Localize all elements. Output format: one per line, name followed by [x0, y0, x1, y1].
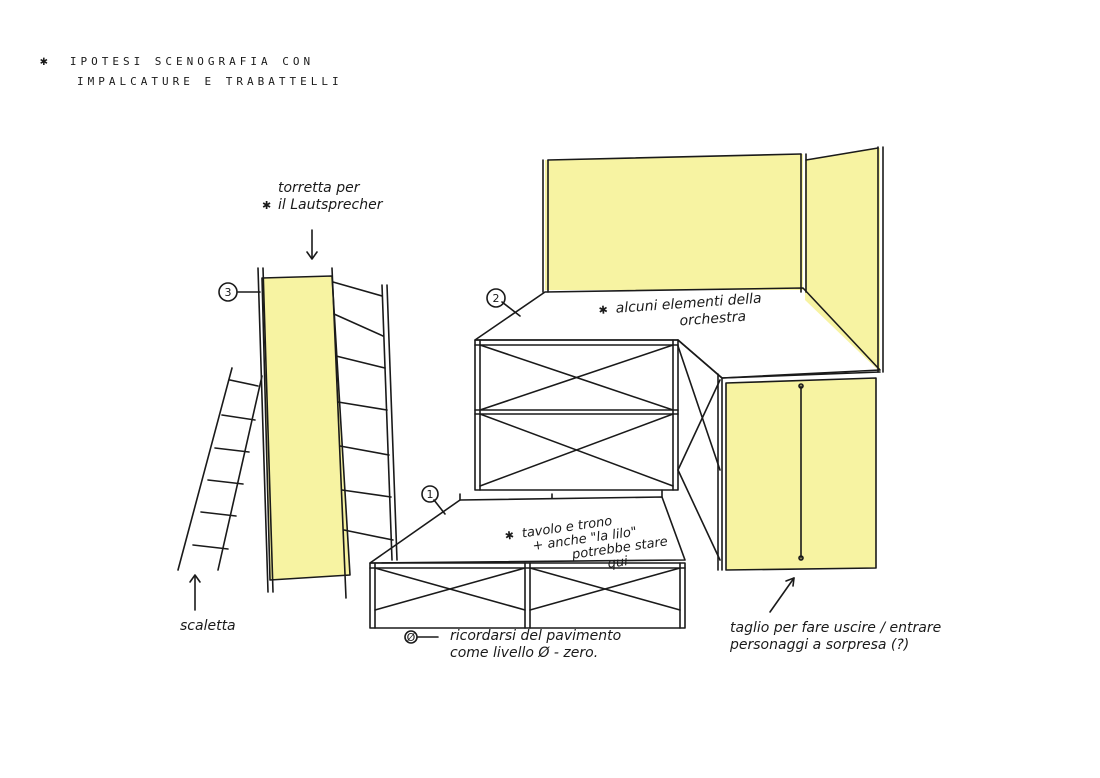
- note-scaletta: scaletta: [180, 618, 236, 634]
- platform-1-group: [369, 489, 686, 629]
- note-tavolo-line-4: qui: [606, 554, 629, 572]
- marker-2: 2: [486, 288, 506, 308]
- note-torretta-star: ✱: [262, 199, 272, 212]
- marker-3: 3: [218, 282, 238, 302]
- marker-zero-label: Ø: [407, 631, 416, 644]
- note-torretta: torretta per ✱ il Lautsprecher: [262, 180, 382, 214]
- note-taglio: taglio per fare uscire / entrare persona…: [730, 620, 941, 654]
- platform-1-deck: [369, 496, 686, 564]
- annotation-arrows: [189, 229, 795, 638]
- title-block: ✱ IPOTESI SCENOGRAFIA CON IMPALCATURE E T…: [40, 52, 343, 92]
- title-star: ✱: [40, 54, 48, 69]
- back-wall-panel: [545, 154, 803, 290]
- marker-2-label: 2: [493, 292, 500, 305]
- tower-group: [177, 267, 398, 599]
- marker-zero: Ø: [404, 630, 418, 644]
- tower-panel: [261, 275, 351, 581]
- note-pavimento: ricordarsi del pavimento come livello Ø …: [450, 628, 621, 662]
- note-orchestra-line-2: orchestra: [678, 308, 747, 330]
- note-orchestra-star: ✱: [598, 303, 609, 317]
- note-pavimento-line-2: come livello Ø - zero.: [450, 645, 599, 661]
- platform-2-group: [474, 146, 884, 571]
- note-tavolo-star: ✱: [504, 528, 515, 543]
- title-line-1: IPOTESI SCENOGRAFIA CON: [69, 55, 315, 68]
- marker-3-label: 3: [225, 286, 232, 299]
- side-wall-panel: [805, 148, 880, 372]
- marker-1-label: 1: [427, 488, 434, 501]
- marker-1: 1: [421, 485, 439, 503]
- note-torretta-line-1: torretta per: [278, 180, 360, 196]
- note-taglio-line-2: personaggi a sorpresa (?): [730, 637, 910, 653]
- title-line-2: IMPALCATURE E TRABATTELLI: [77, 75, 343, 88]
- note-pavimento-line-1: ricordarsi del pavimento: [450, 628, 622, 644]
- note-torretta-line-2: il Lautsprecher: [278, 197, 383, 213]
- note-taglio-line-1: taglio per fare uscire / entrare: [730, 620, 942, 636]
